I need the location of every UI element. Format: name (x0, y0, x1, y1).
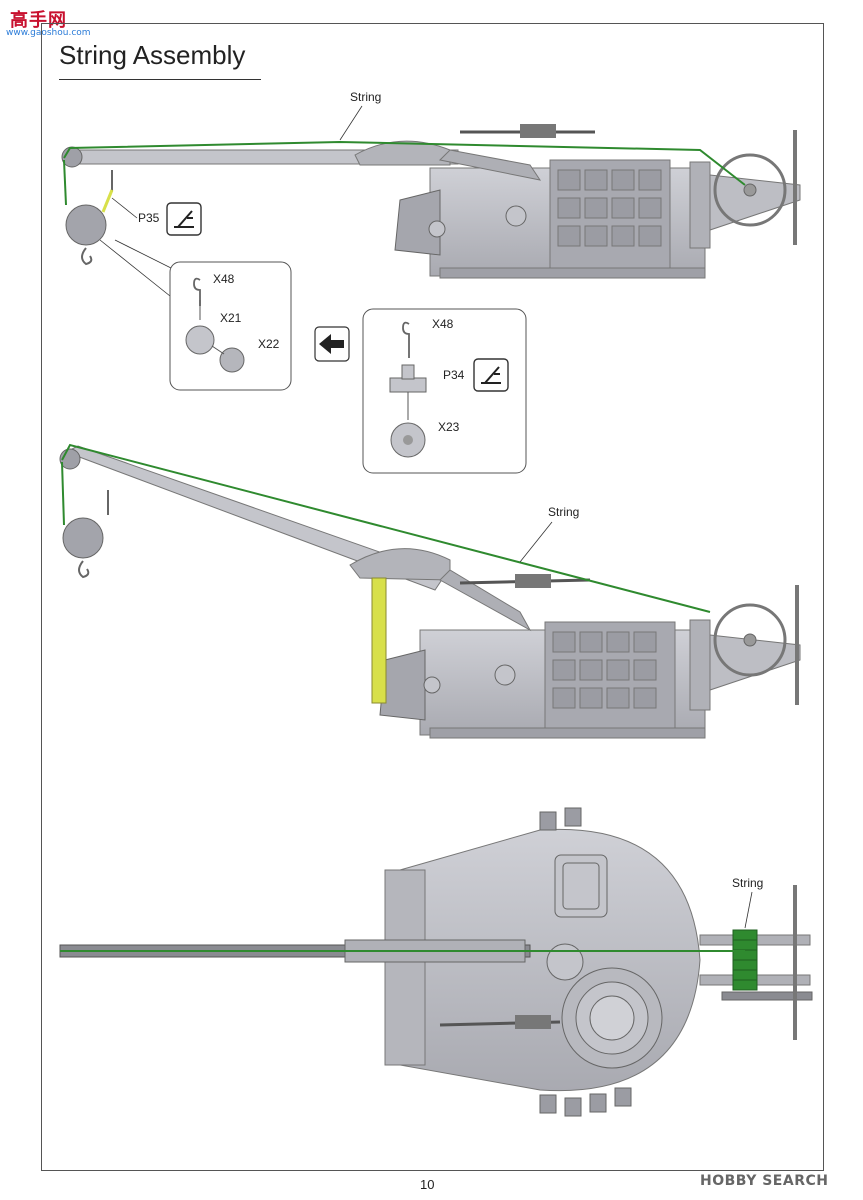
label-x48-b: X48 (432, 317, 454, 331)
label-string-top: String (350, 90, 381, 104)
flip-arrow-icon (314, 326, 350, 362)
watermark-url: www.gaoshou.com (6, 28, 91, 38)
hook-icon (402, 321, 410, 358)
label-x23: X23 (438, 420, 460, 434)
side-view-crane-raised: String (59, 443, 801, 739)
title-underline (59, 79, 261, 80)
label-string-bottom: String (732, 876, 763, 890)
label-x22: X22 (258, 337, 280, 351)
side-view-crane-horizontal: String P35 (61, 90, 801, 301)
page-number: 10 (420, 1177, 435, 1192)
winch-wheel (713, 603, 787, 677)
page-title: String Assembly (59, 40, 246, 70)
hook-icon (78, 560, 90, 579)
hook-icon (193, 277, 201, 306)
mantlet (394, 189, 441, 256)
pulley-plate-icon (185, 325, 215, 355)
hobby-search-logo: HOBBY SEARCH (700, 1173, 829, 1189)
turret-base (439, 267, 706, 279)
label-string-middle: String (548, 505, 579, 519)
page-frame (41, 23, 824, 1171)
string-line (61, 443, 711, 613)
support-strut (371, 577, 387, 704)
hook-icon (81, 247, 93, 266)
detail-box-hook: X48 P34 X23 (362, 308, 527, 474)
label-p35: P35 (138, 211, 160, 225)
winch-wheel (713, 153, 787, 227)
detail-box-pulley: X48 X21 X22 (169, 261, 292, 391)
top-view: String (59, 807, 813, 1117)
label-x21: X21 (220, 311, 242, 325)
string-line (63, 140, 746, 186)
watermark-logo: 高手网 (10, 10, 67, 31)
hook-block (65, 204, 107, 246)
label-x48-a: X48 (213, 272, 235, 286)
hatch (554, 854, 608, 918)
label-p34: P34 (443, 368, 465, 382)
